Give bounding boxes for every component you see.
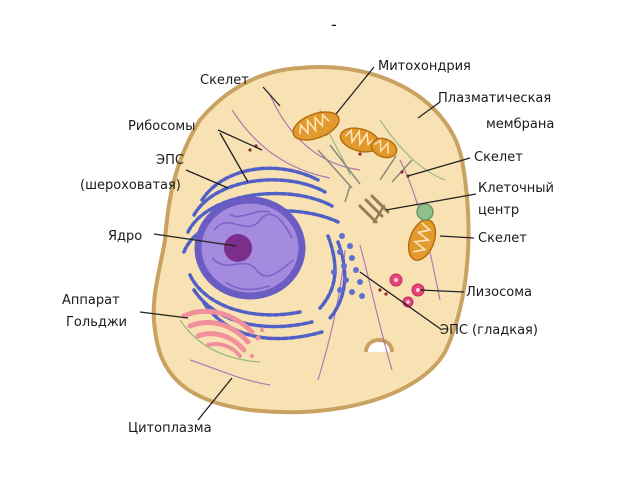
nucleolus <box>224 234 252 262</box>
leader-skelet-right <box>439 235 475 239</box>
leader-eps-smooth <box>359 271 443 331</box>
leader-skelet-top <box>262 86 281 107</box>
label-skelet-top: Скелет <box>200 73 249 88</box>
leader-ribosomes-2 <box>219 132 249 183</box>
chromatin <box>211 210 295 291</box>
leader-plasma-membrane <box>417 101 441 119</box>
leader-cytoplasm <box>197 377 233 421</box>
leader-skelet-right-top <box>407 157 471 177</box>
mitochondrion-1 <box>292 111 340 141</box>
mitochondrion-3 <box>370 137 398 159</box>
label-mitochondria: Митохондрия <box>378 59 471 74</box>
leader-lysosome <box>419 289 465 293</box>
leader-cell-center <box>385 193 477 211</box>
membrane-notch <box>364 338 394 353</box>
label-eps-smooth: ЭПС (гладкая) <box>440 323 538 338</box>
golgi-apparatus <box>181 308 264 358</box>
leader-mitochondria <box>335 66 375 115</box>
leader-ribosomes-1 <box>217 129 263 151</box>
mitochondrion-4 <box>407 219 437 261</box>
leader-nucleus <box>153 233 237 247</box>
label-skelet-right-top: Скелет <box>474 150 523 165</box>
aster-lines <box>317 144 413 203</box>
smooth-eps <box>331 233 365 299</box>
leader-eps-rough <box>185 169 229 189</box>
label-skelet-right: Скелет <box>478 231 527 246</box>
leader-lines <box>139 66 477 421</box>
label-plasma-membrane-1: Плазматическая <box>438 91 551 106</box>
label-nucleus: Ядро <box>108 229 142 244</box>
label-eps-rough-2: (шероховатая) <box>80 178 181 193</box>
label-ribosomes: Рибосомы <box>128 119 195 134</box>
label-lysosome: Лизосома <box>466 285 532 300</box>
label-golgi-1: Аппарат <box>62 293 120 308</box>
label-cell-center-1: Клеточный <box>478 181 554 196</box>
label-eps-rough-1: ЭПС <box>156 153 184 168</box>
centrosome <box>358 194 390 224</box>
label-cytoplasm: Цитоплазма <box>128 421 212 436</box>
label-golgi-2: Гольджи <box>66 315 127 330</box>
label-plasma-membrane-2: мембрана <box>486 117 554 132</box>
top-mark: - <box>331 15 337 34</box>
leader-golgi <box>139 311 189 319</box>
vesicle <box>416 203 434 221</box>
label-cell-center-2: центр <box>478 203 519 218</box>
